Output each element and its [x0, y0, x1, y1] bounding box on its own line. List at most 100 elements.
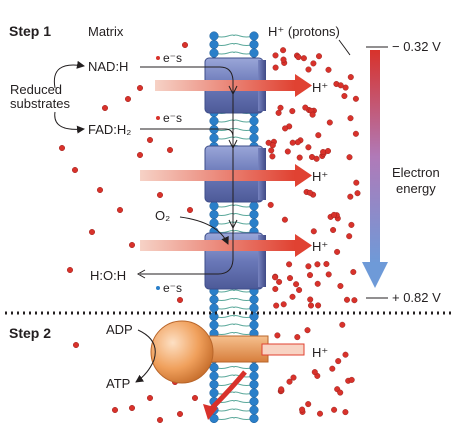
reduced-substrates-label-2: substrates	[10, 96, 70, 111]
proton	[307, 296, 314, 303]
proton	[181, 42, 188, 49]
proton	[341, 92, 348, 99]
lipid-tail	[213, 51, 235, 55]
proton	[128, 405, 135, 412]
proton	[282, 125, 289, 132]
lipid-tail	[213, 408, 235, 412]
lipid-head	[209, 320, 219, 330]
proton	[277, 104, 284, 111]
lipid-head	[209, 116, 219, 126]
proton	[146, 395, 153, 402]
oxygen-label: O₂	[155, 208, 170, 223]
lipid-tail	[213, 314, 235, 319]
lipid-head	[209, 31, 219, 41]
proton	[309, 111, 316, 118]
proton	[71, 166, 78, 173]
lipid-tail	[233, 391, 255, 395]
reduced-to-nadh-arrow	[53, 60, 85, 89]
proton	[136, 151, 143, 158]
lipid-tail	[213, 323, 235, 327]
proton	[347, 74, 354, 81]
proton	[326, 119, 333, 126]
proton	[281, 216, 288, 223]
lipid-tail	[233, 416, 255, 421]
lipid-tail	[213, 306, 235, 310]
proton	[128, 241, 135, 248]
lipid-head	[209, 413, 219, 424]
lipid-tail	[233, 408, 255, 412]
h-plus-label-1: H⁺	[312, 80, 328, 95]
lipid-tail	[233, 331, 255, 336]
proton	[300, 55, 307, 62]
proton	[294, 334, 301, 341]
electron-dot	[156, 56, 160, 60]
proton	[353, 179, 360, 186]
proton	[191, 395, 198, 402]
proton	[305, 263, 312, 270]
proton	[267, 201, 274, 208]
proton	[346, 233, 353, 240]
lipid-tail	[213, 416, 235, 421]
proton	[347, 115, 354, 122]
lipid-head	[249, 133, 259, 143]
lipid-head	[249, 371, 259, 381]
proton	[275, 109, 282, 116]
proton	[325, 66, 332, 73]
lipid-tail	[213, 374, 235, 378]
fadh2-label: FAD:H₂	[88, 122, 131, 137]
proton	[176, 297, 183, 304]
proton	[287, 275, 294, 282]
lipid-head	[209, 371, 219, 381]
proton	[284, 148, 291, 155]
proton	[305, 66, 312, 73]
proton	[334, 248, 341, 255]
proton	[352, 130, 359, 137]
lipid-head	[209, 303, 219, 313]
lipid-head	[209, 209, 219, 220]
lipid-tail	[233, 229, 255, 234]
proton	[156, 191, 163, 198]
proton	[124, 95, 131, 102]
electrons-label-3: e⁻s	[163, 281, 182, 295]
lipid-head	[249, 413, 259, 424]
proton	[339, 321, 346, 328]
proton	[305, 401, 312, 408]
proton	[280, 47, 287, 54]
proton	[350, 269, 357, 276]
proton	[310, 228, 317, 235]
h-plus-label-2: H⁺	[312, 169, 328, 184]
proton	[88, 228, 95, 235]
proton	[351, 297, 358, 304]
electrons-label-2: e⁻s	[163, 111, 182, 125]
proton	[276, 278, 283, 285]
proton	[294, 139, 301, 146]
lipid-head	[209, 201, 219, 211]
lipid-head	[209, 362, 219, 373]
electron-energy-label-2: energy	[396, 181, 436, 196]
step1-label: Step 1	[9, 23, 51, 39]
proton	[302, 104, 309, 111]
lipid-head	[209, 388, 219, 398]
energy-bottom-label: + 0.82 V	[392, 290, 441, 305]
proton	[335, 358, 342, 365]
proton	[311, 369, 318, 376]
lipid-head	[209, 39, 219, 50]
lipid-tail	[233, 289, 255, 293]
lipid-head	[249, 405, 259, 415]
proton	[346, 154, 353, 161]
lipid-tail	[233, 212, 255, 217]
proton	[331, 211, 338, 218]
proton	[272, 52, 279, 59]
lipid-head	[249, 218, 259, 228]
lipid-tail	[213, 34, 235, 38]
proton	[323, 261, 330, 268]
proton	[317, 410, 324, 417]
proton	[320, 148, 327, 155]
lipid-head	[249, 201, 259, 211]
water-label: H:O:H	[90, 268, 126, 283]
lipid-tail	[233, 399, 255, 404]
proton	[268, 147, 275, 154]
proton	[286, 261, 293, 268]
